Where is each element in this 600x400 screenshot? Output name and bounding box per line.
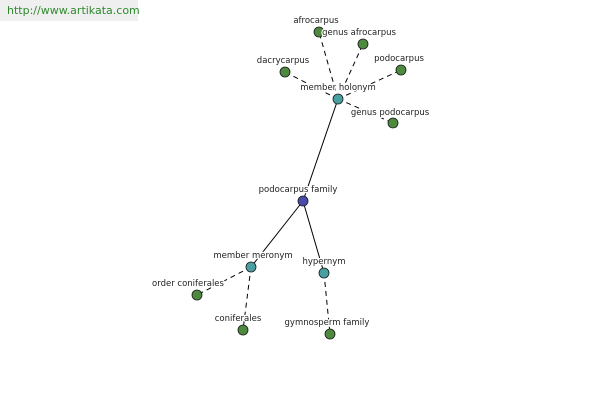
node-gymnosperm-family[interactable]: [324, 328, 336, 340]
edge-member-holonym-genus-afrocarpus: [337, 43, 364, 100]
edge-member-holonym-podocarpus: [337, 69, 402, 100]
source-link[interactable]: http://www.artikata.com: [7, 4, 140, 17]
node-coniferales[interactable]: [237, 324, 249, 336]
label-podocarpus-family[interactable]: podocarpus family: [259, 185, 338, 195]
label-member-meronym[interactable]: member meronym: [213, 251, 292, 261]
label-dacrycarpus[interactable]: dacrycarpus: [257, 56, 310, 66]
label-genus-podocarpus[interactable]: genus podocarpus: [351, 108, 430, 118]
source-link-banner[interactable]: http://www.artikata.com: [0, 0, 140, 21]
label-gymnosperm-family[interactable]: gymnosperm family: [285, 318, 370, 328]
edges-layer: [196, 31, 402, 335]
label-member-meronym-halo: member meronym: [213, 251, 292, 261]
label-genus-podocarpus-halo: genus podocarpus: [351, 108, 430, 118]
label-order-coniferales[interactable]: order coniferales: [152, 279, 225, 289]
edge-member-holonym-afrocarpus: [318, 31, 339, 100]
label-dacrycarpus-halo: dacrycarpus: [257, 56, 310, 66]
node-afrocarpus[interactable]: [313, 26, 325, 38]
label-gymnosperm-family-halo: gymnosperm family: [285, 318, 370, 328]
label-hypernym-halo: hypernym: [302, 257, 345, 267]
edge-member-holonym-genus-podocarpus: [337, 98, 394, 124]
nodes-layer: [191, 26, 407, 340]
edge-hypernym-gymnosperm-family: [323, 272, 331, 335]
node-podocarpus[interactable]: [395, 64, 407, 76]
label-member-holonym[interactable]: member holonym: [300, 83, 375, 93]
label-genus-afrocarpus[interactable]: genus afrocarpus: [322, 28, 396, 38]
edge-podocarpus-family-member-meronym: [250, 200, 304, 268]
label-genus-afrocarpus-halo: genus afrocarpus: [322, 28, 396, 38]
edge-podocarpus-family-hypernym: [302, 200, 325, 274]
edge-member-meronym-coniferales: [242, 266, 252, 331]
label-coniferales-halo: coniferales: [215, 314, 262, 324]
node-order-coniferales[interactable]: [191, 289, 203, 301]
edge-podocarpus-family-member-holonym: [302, 98, 339, 202]
node-hypernym[interactable]: [318, 267, 330, 279]
node-dacrycarpus[interactable]: [279, 66, 291, 78]
label-coniferales[interactable]: coniferales: [215, 314, 262, 324]
label-order-coniferales-halo: order coniferales: [152, 279, 225, 289]
node-genus-podocarpus[interactable]: [387, 117, 399, 129]
label-hypernym[interactable]: hypernym: [302, 257, 345, 267]
label-afrocarpus[interactable]: afrocarpus: [293, 16, 339, 26]
label-member-holonym-halo: member holonym: [300, 83, 375, 93]
label-podocarpus-family-halo: podocarpus family: [259, 185, 338, 195]
edge-member-holonym-dacrycarpus: [284, 71, 339, 100]
node-member-holonym[interactable]: [332, 93, 344, 105]
label-afrocarpus-halo: afrocarpus: [293, 16, 339, 26]
node-member-meronym[interactable]: [245, 261, 257, 273]
node-genus-afrocarpus[interactable]: [357, 38, 369, 50]
label-podocarpus[interactable]: podocarpus: [374, 54, 424, 64]
node-podocarpus-family[interactable]: [297, 195, 309, 207]
label-podocarpus-halo: podocarpus: [374, 54, 424, 64]
edge-member-meronym-order-coniferales: [196, 266, 252, 296]
